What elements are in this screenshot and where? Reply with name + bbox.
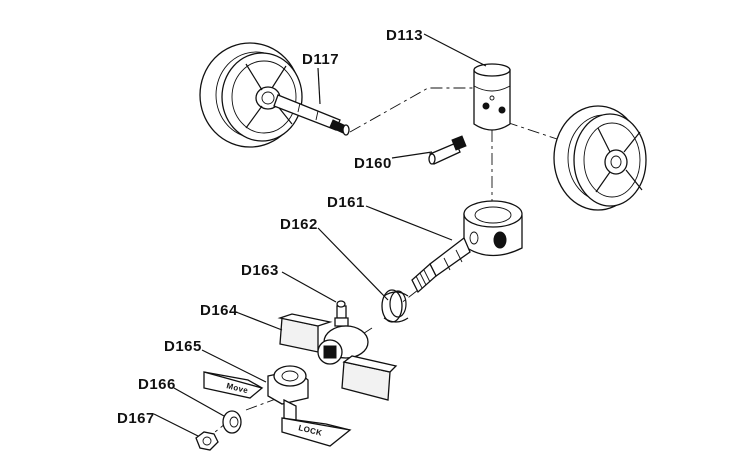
label-d113: D113 xyxy=(386,27,423,44)
pin-bolt xyxy=(428,135,467,165)
spring-clip xyxy=(381,289,409,323)
label-d162: D162 xyxy=(280,216,318,233)
kingpin-housing xyxy=(473,63,511,131)
label-d163: D163 xyxy=(241,262,279,279)
label-d167: D167 xyxy=(117,410,155,427)
label-d166: D166 xyxy=(138,376,176,393)
label-d117: D117 xyxy=(302,51,339,68)
leader-lines xyxy=(153,33,487,437)
swivel-bracket xyxy=(411,200,523,294)
label-d161: D161 xyxy=(327,194,365,211)
brake-lever xyxy=(277,313,398,401)
part-labels: D113 D117 D160 D161 D162 D163 D164 D165 … xyxy=(117,27,423,427)
axle-shaft xyxy=(273,94,350,136)
right-wheel xyxy=(553,105,647,211)
washer xyxy=(222,410,242,434)
label-d165: D165 xyxy=(164,338,202,355)
pedal-assembly: Move LOCK xyxy=(203,365,352,447)
left-wheel xyxy=(199,42,303,148)
grease-nipple xyxy=(334,300,349,327)
label-d160: D160 xyxy=(354,155,392,172)
hex-nut xyxy=(195,431,219,451)
label-d164: D164 xyxy=(200,302,238,319)
